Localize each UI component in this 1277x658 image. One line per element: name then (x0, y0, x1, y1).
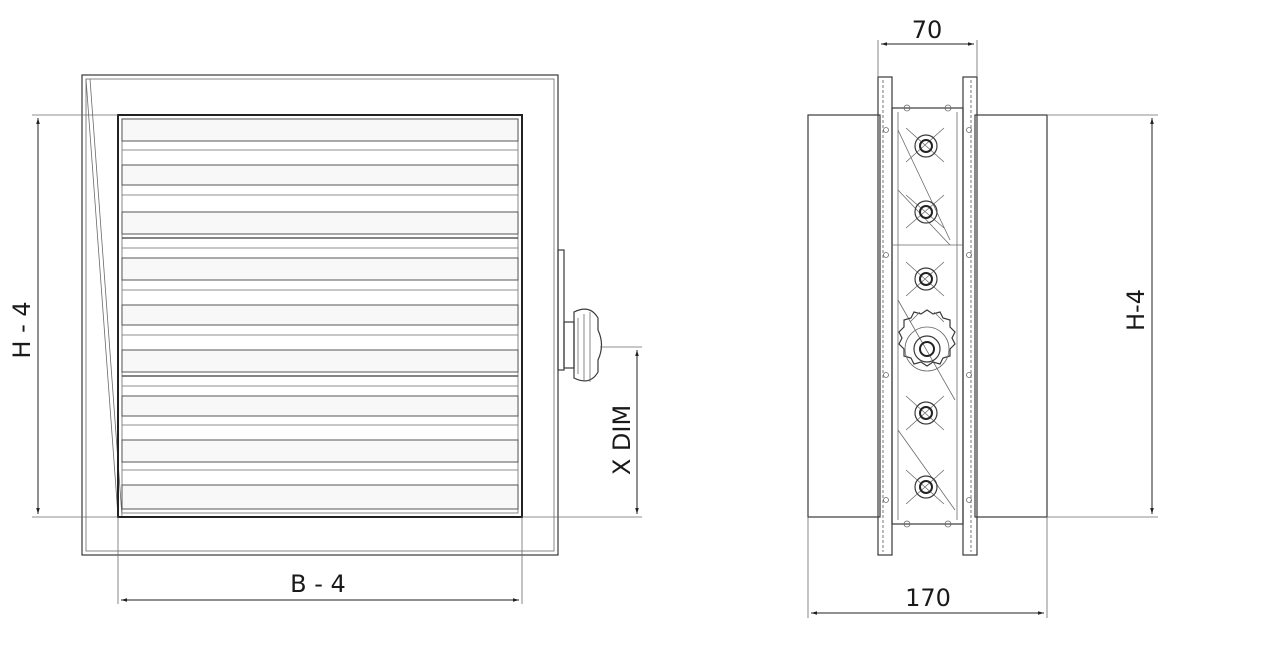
side-view: 70 170 H-4 (807, 16, 1158, 618)
hand-wheel (898, 309, 956, 372)
blade-pivot (905, 395, 945, 431)
casing (891, 107, 964, 525)
blade-pivot (905, 194, 945, 229)
dimension-b: B - 4 (117, 517, 523, 604)
blade (121, 118, 519, 142)
dimension-170-label: 170 (905, 584, 951, 612)
frame-diagonal (85, 78, 119, 517)
blade (121, 395, 519, 417)
blade (121, 484, 519, 510)
fixing-points (883, 104, 972, 528)
blade (121, 164, 519, 186)
blade (121, 304, 519, 326)
dimension-b-label: B - 4 (290, 570, 346, 598)
blade (121, 439, 519, 463)
blade-pivot (905, 469, 945, 505)
dimension-x-label: X DIM (608, 405, 636, 475)
spigot-left (807, 114, 881, 518)
dimension-70: 70 (877, 16, 978, 77)
dimension-h-side: H-4 (1047, 114, 1158, 518)
dimension-70-label: 70 (912, 16, 943, 44)
dimension-h-label: H - 4 (8, 301, 36, 358)
handle-knob (557, 249, 603, 382)
dimension-x: X DIM (522, 346, 642, 518)
dimension-h-side-label: H-4 (1122, 289, 1150, 331)
spigot-right (974, 114, 1048, 518)
pivot-group (905, 127, 945, 505)
front-view: H - 4 B - 4 X DIM (8, 74, 642, 604)
dimension-h: H - 4 (8, 114, 118, 518)
dimension-170: 170 (807, 517, 1048, 618)
blade (121, 211, 519, 235)
blade (121, 257, 519, 281)
blade-group (121, 118, 519, 510)
blade-pivot (905, 261, 945, 297)
inner-opening (117, 114, 523, 518)
blade-pivot (905, 127, 945, 163)
blade (121, 349, 519, 373)
